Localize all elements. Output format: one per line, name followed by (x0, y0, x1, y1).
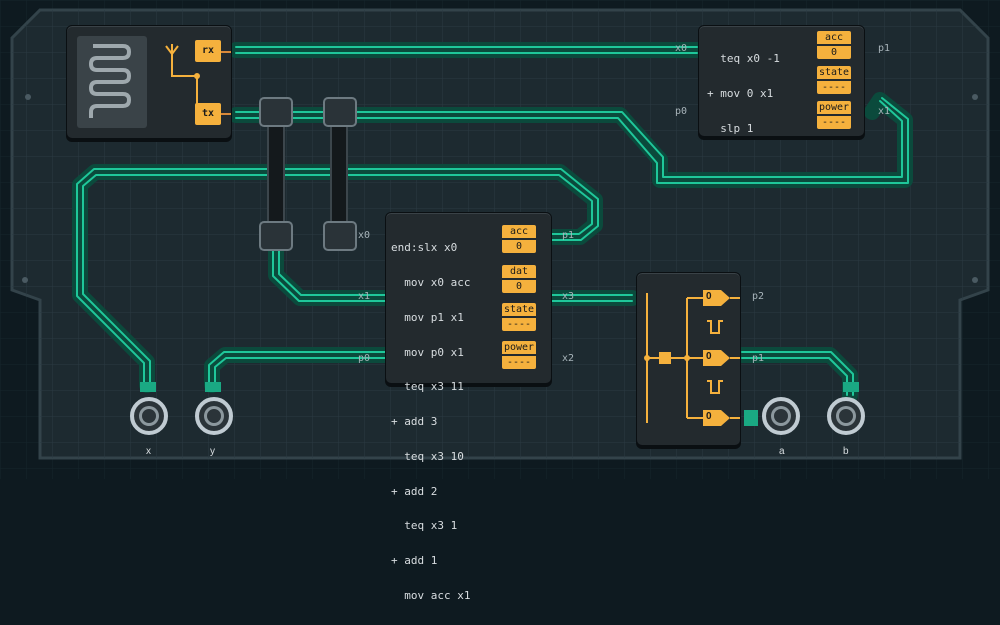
pin-label-p1: p1 (752, 353, 765, 364)
rx-block: rx (195, 40, 221, 62)
code-line: teq x3 11 (391, 380, 464, 394)
register-acc: acc 0 (817, 31, 851, 59)
output-value: 0 (706, 411, 712, 422)
bridge-left (259, 97, 293, 251)
code-line: teq x0 -1 (707, 52, 780, 66)
pin-label-x1: x1 (358, 291, 371, 302)
pin-label-x3: x3 (562, 291, 575, 302)
logic-chip[interactable]: 0 0 0 (636, 272, 741, 446)
antenna-coil-icon (88, 44, 132, 118)
register-label: power (502, 341, 536, 356)
register-value: ---- (821, 117, 847, 128)
chip-main-code[interactable]: end:slx x0 mov x0 acc mov p1 x1 mov p0 x… (391, 219, 470, 625)
register-label: state (502, 303, 536, 318)
radio-chip[interactable]: rx tx (66, 25, 232, 139)
io-port-a[interactable] (762, 397, 800, 435)
pin-label-x2: x2 (562, 353, 575, 364)
code-line: + add 1 (391, 554, 438, 568)
pin-label-x1: x1 (878, 106, 891, 117)
register-label: power (817, 101, 851, 116)
register-value: 0 (515, 281, 523, 292)
pin-label-p1: p1 (562, 230, 575, 241)
mc-chip-top[interactable]: teq x0 -1 + mov 0 x1 slp 1 acc 0 state -… (698, 25, 865, 137)
pin-label-p0: p0 (675, 106, 688, 117)
code-line: teq x3 10 (391, 449, 464, 463)
register-state: state ---- (817, 66, 851, 94)
and-gate-icon (703, 290, 730, 426)
register-value: ---- (506, 319, 532, 330)
code-line: + add 3 (391, 415, 438, 429)
register-value: ---- (821, 82, 847, 93)
io-label-y: y (210, 446, 215, 457)
register-value: 0 (515, 241, 523, 252)
code-line: + mov 0 x1 (707, 86, 774, 100)
code-line: slp 1 (707, 121, 754, 135)
register-label: acc (817, 31, 851, 46)
pin-label-p0: p0 (358, 353, 371, 364)
io-label-x: x (146, 446, 151, 457)
pin-label-p1: p1 (878, 43, 891, 54)
code-line: mov p1 x1 (391, 310, 464, 324)
output-value: 0 (706, 291, 712, 302)
register-acc: acc 0 (502, 225, 536, 253)
pin-label-x0: x0 (675, 43, 688, 54)
pin-label-p2: p2 (752, 291, 765, 302)
register-label: acc (502, 225, 536, 240)
io-label-b: b (843, 446, 849, 457)
register-value: 0 (830, 47, 838, 58)
chip-top-code[interactable]: teq x0 -1 + mov 0 x1 slp 1 (707, 30, 780, 158)
circuit-board: rx tx teq x0 -1 + mov 0 x1 slp 1 acc 0 s… (0, 0, 1000, 601)
mc-chip-main[interactable]: end:slx x0 mov x0 acc mov p1 x1 mov p0 x… (385, 212, 552, 601)
logic-diagram (644, 290, 740, 426)
register-value: ---- (506, 357, 532, 368)
pin-label-x0: x0 (358, 230, 371, 241)
io-connectors (140, 382, 859, 426)
output-value: 0 (706, 351, 712, 362)
code-line: teq x3 1 (391, 519, 458, 533)
tx-block: tx (195, 103, 221, 125)
register-power: power ---- (817, 101, 851, 129)
code-line: mov x0 acc (391, 275, 471, 289)
register-power: power ---- (502, 341, 536, 369)
radio-diagram (77, 36, 231, 128)
code-line: mov acc x1 (391, 589, 471, 602)
register-dat: dat 0 (502, 265, 536, 293)
register-state: state ---- (502, 303, 536, 331)
io-port-y[interactable] (195, 397, 233, 435)
io-label-a: a (779, 446, 785, 457)
register-label: dat (502, 265, 536, 280)
code-line: end:slx x0 (391, 241, 458, 255)
io-port-b[interactable] (827, 397, 865, 435)
bridge-right (323, 97, 357, 251)
register-label: state (817, 66, 851, 81)
code-line: mov p0 x1 (391, 345, 464, 359)
code-line: + add 2 (391, 484, 438, 498)
io-port-x[interactable] (130, 397, 168, 435)
